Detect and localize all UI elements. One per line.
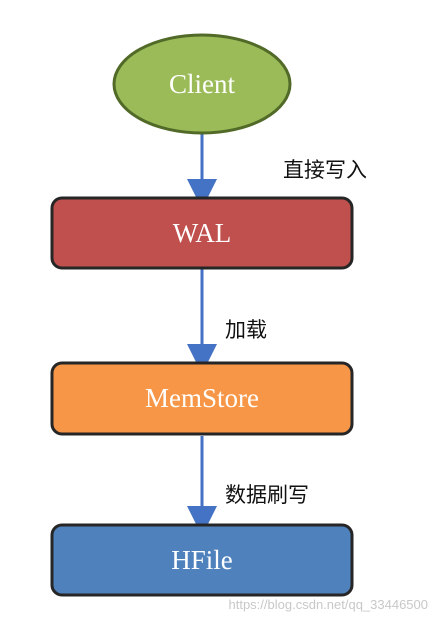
watermark-text: https://blog.csdn.net/qq_33446500: [228, 597, 429, 612]
client-node: [112, 33, 292, 135]
edge-label-direct-write: 直接写入: [283, 158, 367, 182]
edge-label-load: 加载: [225, 318, 267, 342]
memstore-node: [50, 361, 354, 436]
wal-node: [50, 196, 354, 270]
hfile-node: [50, 523, 354, 597]
edge-label-flush: 数据刷写: [225, 483, 309, 507]
